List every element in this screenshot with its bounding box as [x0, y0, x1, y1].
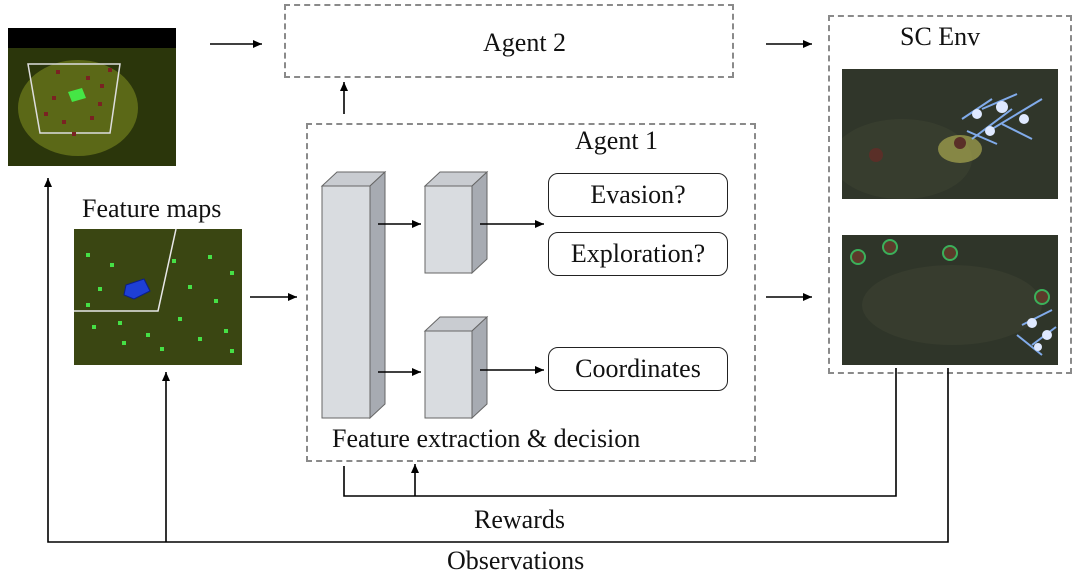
- agent2-label: Agent 2: [483, 28, 567, 57]
- sc-env-screenshot-top: [842, 69, 1058, 199]
- upper-small-block: [423, 170, 489, 275]
- feature-map-image: [74, 229, 242, 365]
- agent2-box: [284, 4, 734, 78]
- lower-small-block: [423, 315, 489, 420]
- exploration-output: Exploration?: [548, 232, 728, 276]
- sc-env-label: SC Env: [900, 22, 981, 51]
- evasion-output: Evasion?: [548, 173, 728, 217]
- rewards-label: Rewards: [474, 505, 565, 534]
- agent1-caption: Feature extraction & decision: [332, 424, 641, 453]
- minimap-thumbnail: [8, 28, 176, 166]
- sc-env-box: [828, 15, 1072, 374]
- minimap-drawing: [8, 28, 176, 156]
- feature-maps-label: Feature maps: [82, 194, 222, 223]
- sc-env-screenshot-bottom: [842, 235, 1058, 365]
- sc-env-bottom-drawing: [842, 235, 1058, 365]
- coordinates-output: Coordinates: [548, 347, 728, 391]
- large-feature-block: [320, 170, 387, 420]
- observations-label: Observations: [447, 546, 585, 575]
- agent1-label: Agent 1: [575, 126, 659, 155]
- agent1-box: [306, 123, 756, 462]
- feature-map-drawing: [74, 229, 234, 353]
- sc-env-top-drawing: [842, 69, 1058, 199]
